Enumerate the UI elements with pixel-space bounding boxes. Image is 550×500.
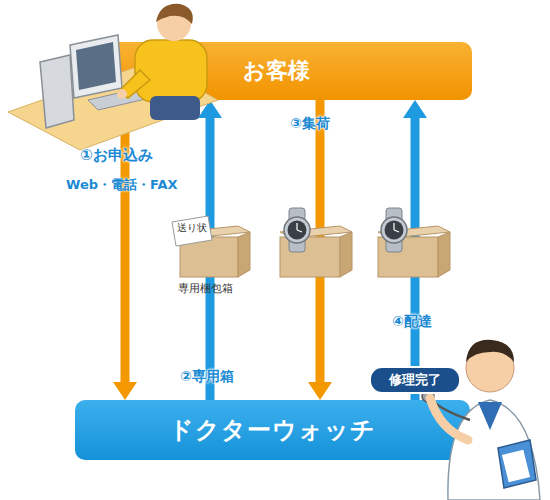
doctor-illustration [478,402,502,430]
packing-box [172,216,250,277]
customer-illustration [117,89,127,99]
watch-icon [296,223,297,230]
doctor-illustration [466,340,514,362]
customer-illustration [156,4,193,24]
doctor-illustration [498,440,536,488]
arrow-head [113,382,137,400]
customer-illustration [135,40,207,102]
doctor-illustration [502,450,530,482]
arrow-head [308,382,332,400]
service-band: ドクターウォッチ [75,400,470,460]
packing-box [438,232,450,277]
watch-icon [394,230,399,232]
watch-icon [381,217,407,243]
watch-icon [385,221,404,240]
watch-icon [284,217,310,243]
node-text: ドクターウォッチ [169,414,376,446]
box-caption: 専用梱包箱 [178,281,233,296]
customer-illustration [70,35,122,98]
packing-box [238,232,250,277]
packing-box [172,216,212,246]
edge-label: ①お申込み [80,146,153,165]
node-text: お客様 [243,56,310,86]
contact-methods: Web・電話・FAX [66,176,177,194]
slip-label: 送り状 [177,221,207,235]
edge-label: ③集荷 [290,115,330,133]
watch-icon [284,208,310,252]
watch-icon [381,208,407,252]
watch-icon [393,223,394,230]
customer-illustration [8,4,218,150]
customer-illustration [76,42,116,90]
customer-illustration [150,96,200,120]
edge-label: ②専用箱 [180,368,234,386]
status-bubble: 修理完了 [369,366,461,394]
customer-illustration [118,70,150,98]
doctor-illustration [430,398,468,440]
flow-arrow [113,100,137,400]
doctor-illustration [422,340,540,500]
packing-box [340,232,352,277]
edge-label: ④配達 [392,313,432,331]
arrow-shaft [121,100,130,384]
arrow-head [403,100,427,118]
watch-icon [297,230,302,232]
watch-icon [288,221,307,240]
doctor-illustration [448,400,540,500]
customer-illustration [40,55,74,128]
node-text: 修理完了 [389,371,441,389]
